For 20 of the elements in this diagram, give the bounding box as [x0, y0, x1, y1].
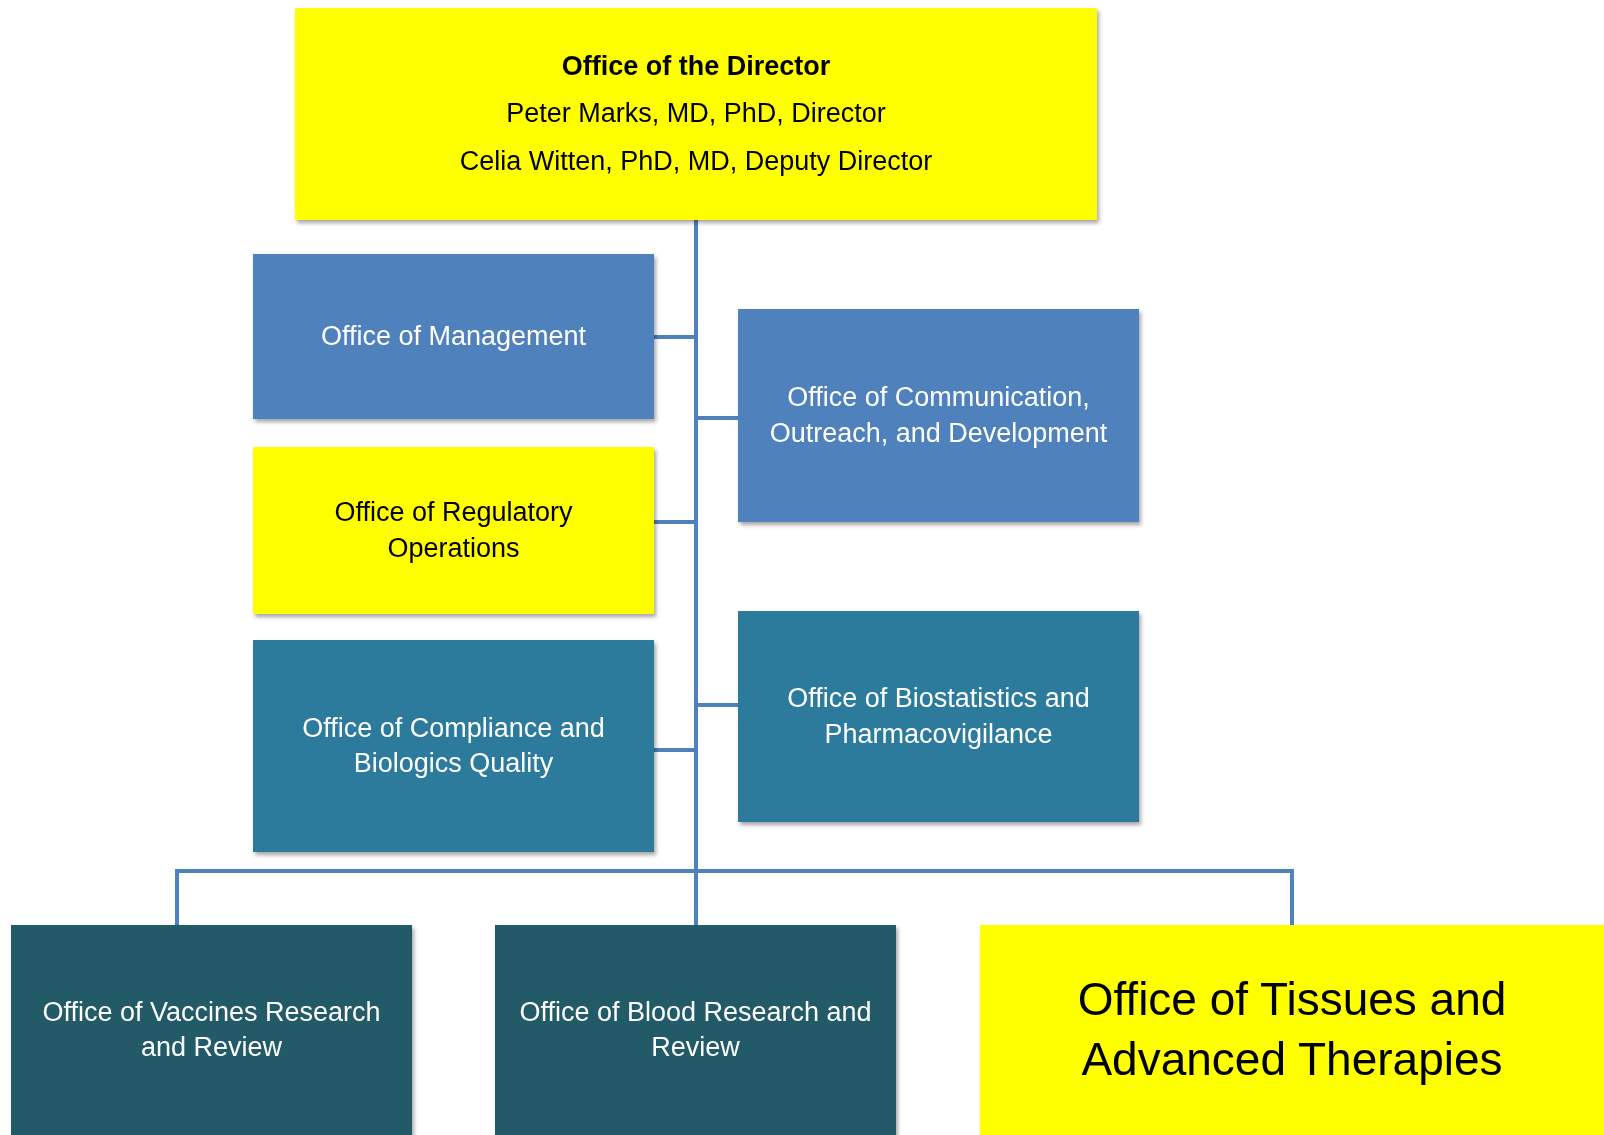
office-box	[295, 8, 1097, 220]
office-name: Office of Regulatory Operations	[333, 496, 574, 565]
office-box	[253, 254, 654, 419]
office-name: Office of Management	[320, 319, 587, 353]
office-box	[11, 925, 412, 1135]
office-box	[253, 447, 654, 614]
office-box	[495, 925, 896, 1135]
office-name: Office of Blood Research and Review	[518, 995, 873, 1064]
office-box	[980, 925, 1604, 1135]
office-name: Office of Communication, Outreach, and Development	[768, 381, 1109, 450]
office-box	[738, 309, 1139, 522]
office-name: Office of Biostatistics and Pharmacovigilance	[786, 682, 1091, 751]
staff-name: Peter Marks, MD, PhD, Director	[506, 97, 886, 131]
office-box	[738, 611, 1139, 822]
office-name: Office of Tissues and Advanced Therapies	[1076, 972, 1508, 1087]
office-name: Office of Compliance and Biologics Quality	[301, 711, 606, 780]
office-box	[253, 640, 654, 852]
staff-name: Celia Witten, PhD, MD, Deputy Director	[459, 144, 933, 178]
office-title: Office of the Director	[561, 50, 831, 84]
office-name: Office of Vaccines Research and Review	[41, 995, 382, 1064]
